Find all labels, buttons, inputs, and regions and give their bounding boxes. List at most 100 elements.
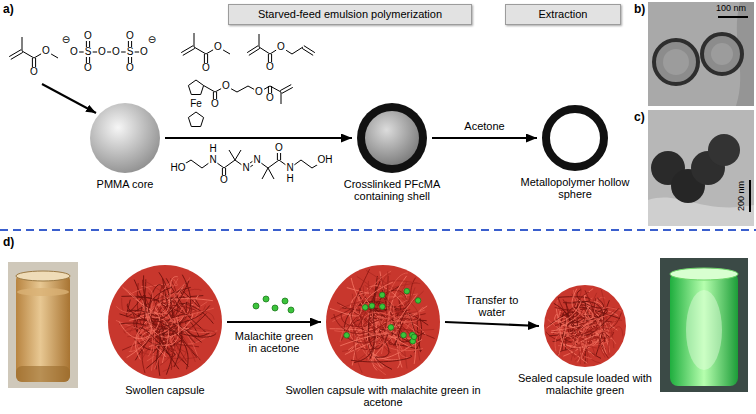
hollow-sphere-shell bbox=[546, 109, 604, 167]
tem-image-b-part bbox=[654, 40, 698, 84]
malachite-green-dot bbox=[404, 288, 410, 294]
arrow-label: Transfer to water bbox=[457, 294, 527, 318]
polymer-chain bbox=[572, 322, 594, 336]
polymer-chain bbox=[362, 313, 418, 335]
vial-photo-orange-part bbox=[17, 288, 69, 296]
chemical-bond bbox=[270, 86, 281, 92]
atom-label: ⊖ bbox=[147, 35, 157, 45]
scale-bar-label: 100 nm bbox=[716, 4, 746, 13]
atom-label: N bbox=[285, 163, 294, 173]
malachite-green-dot bbox=[344, 332, 350, 338]
particle-node: PMMA core bbox=[89, 102, 161, 174]
atom-label: N bbox=[252, 155, 261, 165]
process-arrow bbox=[227, 321, 321, 323]
tem-image-c-part bbox=[749, 180, 751, 212]
chemical-bond bbox=[280, 85, 291, 91]
polymer-chain bbox=[157, 317, 179, 357]
chemical-bond bbox=[304, 46, 315, 53]
chemical-bond bbox=[249, 48, 260, 55]
polymer-chain bbox=[378, 300, 423, 351]
polymer-chain bbox=[598, 332, 608, 358]
atom-label: S bbox=[84, 47, 93, 57]
dashed-divider-part bbox=[0, 229, 756, 231]
tem-image-b-part bbox=[718, 16, 748, 18]
polymer-chain bbox=[570, 336, 609, 357]
polymer-chain bbox=[148, 281, 189, 320]
polymer-chain bbox=[340, 295, 416, 346]
molecule-bonds bbox=[9, 33, 325, 180]
polymer-chain bbox=[556, 289, 579, 330]
atom-label: O bbox=[111, 47, 121, 57]
polymer-chain bbox=[577, 290, 604, 308]
vial-photo-green-part bbox=[686, 290, 722, 370]
atom-label: O bbox=[276, 42, 286, 52]
polymer-chains bbox=[116, 272, 217, 376]
tem-image-b-part bbox=[648, 2, 754, 106]
atom-label: O bbox=[29, 67, 39, 77]
chemical-bond bbox=[11, 52, 23, 59]
arrow-label: Malachite green in acetone bbox=[232, 330, 316, 354]
polymer-chain bbox=[608, 327, 623, 356]
particle-drawing bbox=[325, 264, 441, 380]
chemical-bond bbox=[237, 86, 248, 92]
particle-label: Swollen capsule bbox=[95, 384, 235, 396]
panel-letter: a) bbox=[3, 3, 14, 15]
polymer-chain bbox=[127, 308, 152, 358]
atom-label: O bbox=[83, 63, 93, 73]
particle-drawing bbox=[541, 104, 609, 172]
polymer-chain bbox=[334, 303, 410, 334]
cyclopentadienyl-ring bbox=[188, 80, 203, 95]
malachite-green-dots-part bbox=[253, 303, 259, 309]
particle-label: Metallopolymer hollow sphere bbox=[520, 176, 630, 200]
atom-label: S bbox=[126, 47, 135, 57]
atom-label: HO bbox=[170, 163, 187, 173]
polymer-chains bbox=[330, 269, 435, 375]
atom-label: O bbox=[274, 143, 284, 153]
process-arrow bbox=[445, 322, 539, 326]
molecule-arrow-part bbox=[42, 84, 96, 113]
polymer-capsule bbox=[108, 265, 222, 379]
malachite-green-dot bbox=[411, 334, 417, 340]
atom-label: ⊖ bbox=[61, 35, 71, 45]
dashed-divider bbox=[0, 230, 756, 231]
chemical-bond bbox=[191, 160, 202, 168]
atom-label: O bbox=[219, 175, 229, 185]
arrow-label: Acetone bbox=[455, 120, 515, 132]
atom-label: O bbox=[83, 31, 93, 41]
polymer-chain bbox=[116, 278, 190, 313]
chemical-bond bbox=[194, 33, 195, 47]
particle-label: PMMA core bbox=[80, 178, 170, 190]
polymer-chain bbox=[381, 274, 418, 313]
tem-image-c bbox=[648, 110, 754, 226]
polymer-chain bbox=[147, 285, 200, 360]
particle-label: Swollen capsule with malachite green in … bbox=[283, 384, 483, 408]
vial-photo-green-part bbox=[670, 272, 738, 386]
tem-image-b-part bbox=[663, 49, 689, 75]
tem-image-b-part bbox=[702, 34, 742, 74]
particle-drawing bbox=[107, 264, 223, 380]
header-text: Starved-feed emulsion polymerization bbox=[258, 8, 442, 21]
polymer-capsule bbox=[544, 285, 626, 367]
chemical-bond bbox=[268, 168, 274, 179]
tem-image-c-part bbox=[708, 134, 740, 166]
chemical-bond bbox=[302, 48, 313, 55]
particle-drawing bbox=[356, 102, 428, 174]
particle-node: Metallopolymer hollow sphere bbox=[541, 104, 609, 172]
polymer-chain bbox=[375, 329, 410, 357]
crosslinked-shell bbox=[357, 103, 427, 173]
malachite-green-dots bbox=[253, 296, 294, 313]
malachite-green-dot bbox=[388, 325, 394, 331]
malachite-green-dot bbox=[369, 303, 375, 309]
scale-bar-label: 200 nm bbox=[737, 181, 746, 211]
panel-letter: d) bbox=[3, 236, 14, 248]
pmma-core-sphere bbox=[365, 111, 419, 165]
particle-drawing bbox=[543, 284, 627, 368]
chemical-bond bbox=[235, 150, 241, 160]
malachite-green-dot bbox=[379, 292, 385, 298]
polymer-chain bbox=[555, 300, 582, 322]
atom-label: O bbox=[125, 31, 135, 41]
particle-node: Crosslinked PFcMA containing shell bbox=[356, 102, 428, 174]
chemical-bond bbox=[22, 37, 23, 51]
polymer-chain bbox=[129, 317, 168, 363]
